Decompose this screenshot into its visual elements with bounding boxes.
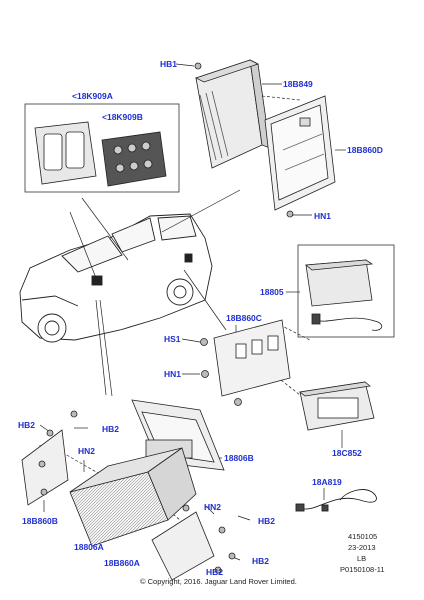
label-hb2-left2: HB2	[102, 424, 120, 434]
copyright-text: © Copyright, 2016. Jaguar Land Rover Lim…	[140, 577, 297, 586]
label-18b860a: 18B860A	[104, 558, 140, 568]
control-module-18b849	[194, 59, 271, 169]
label-18c852: 18C852	[332, 448, 362, 458]
footer-code-3: LB	[357, 554, 367, 563]
module-18c852	[299, 381, 375, 431]
label-hn1-mid: HN1	[164, 369, 182, 379]
label-18a819: 18A819	[312, 477, 342, 487]
label-hn2-right: HN2	[204, 502, 222, 512]
label-18b860d: 18B860D	[347, 145, 383, 155]
cable-18a819	[295, 489, 377, 512]
label-hb2-right: HB2	[258, 516, 276, 526]
footer-code-1: 4150105	[348, 532, 378, 541]
label-hb2-bottom: HB2	[252, 556, 270, 566]
switch-detail-frame	[24, 103, 180, 193]
unit-18806a	[69, 447, 197, 547]
footer-code-2: 23-2013	[348, 543, 376, 552]
label-hb2-left: HB2	[18, 420, 36, 430]
label-18b860c: 18B860C	[226, 313, 262, 323]
label-18b860b: 18B860B	[22, 516, 58, 526]
label-hs1: HS1	[164, 334, 181, 344]
bracket-18b860c	[200, 319, 291, 406]
label-18b849: 18B849	[283, 79, 313, 89]
bracket-18b860a	[151, 504, 236, 581]
label-18805: 18805	[260, 287, 284, 297]
label-hn1-top: HN1	[314, 211, 332, 221]
module-18805-frame	[297, 244, 395, 338]
label-hb2-bottom2: HB2	[206, 567, 224, 577]
label-18k909a: <18K909A	[72, 91, 113, 101]
display-18806b	[131, 399, 225, 471]
bracket-18b860d	[264, 95, 336, 218]
label-18806a: 18806A	[74, 542, 104, 552]
bracket-18b860b	[21, 410, 78, 506]
switch-bezel-18k909a	[34, 121, 97, 185]
label-hb1: HB1	[160, 59, 178, 69]
module-18805	[304, 259, 383, 331]
window-switch-18k909b	[101, 131, 167, 187]
label-18806b: 18806B	[224, 453, 254, 463]
vehicle-illustration	[19, 213, 213, 343]
label-18k909b: <18K909B	[102, 112, 143, 122]
label-hn2-left: HN2	[78, 446, 96, 456]
footer-code-4: P0150108-11	[340, 565, 385, 574]
